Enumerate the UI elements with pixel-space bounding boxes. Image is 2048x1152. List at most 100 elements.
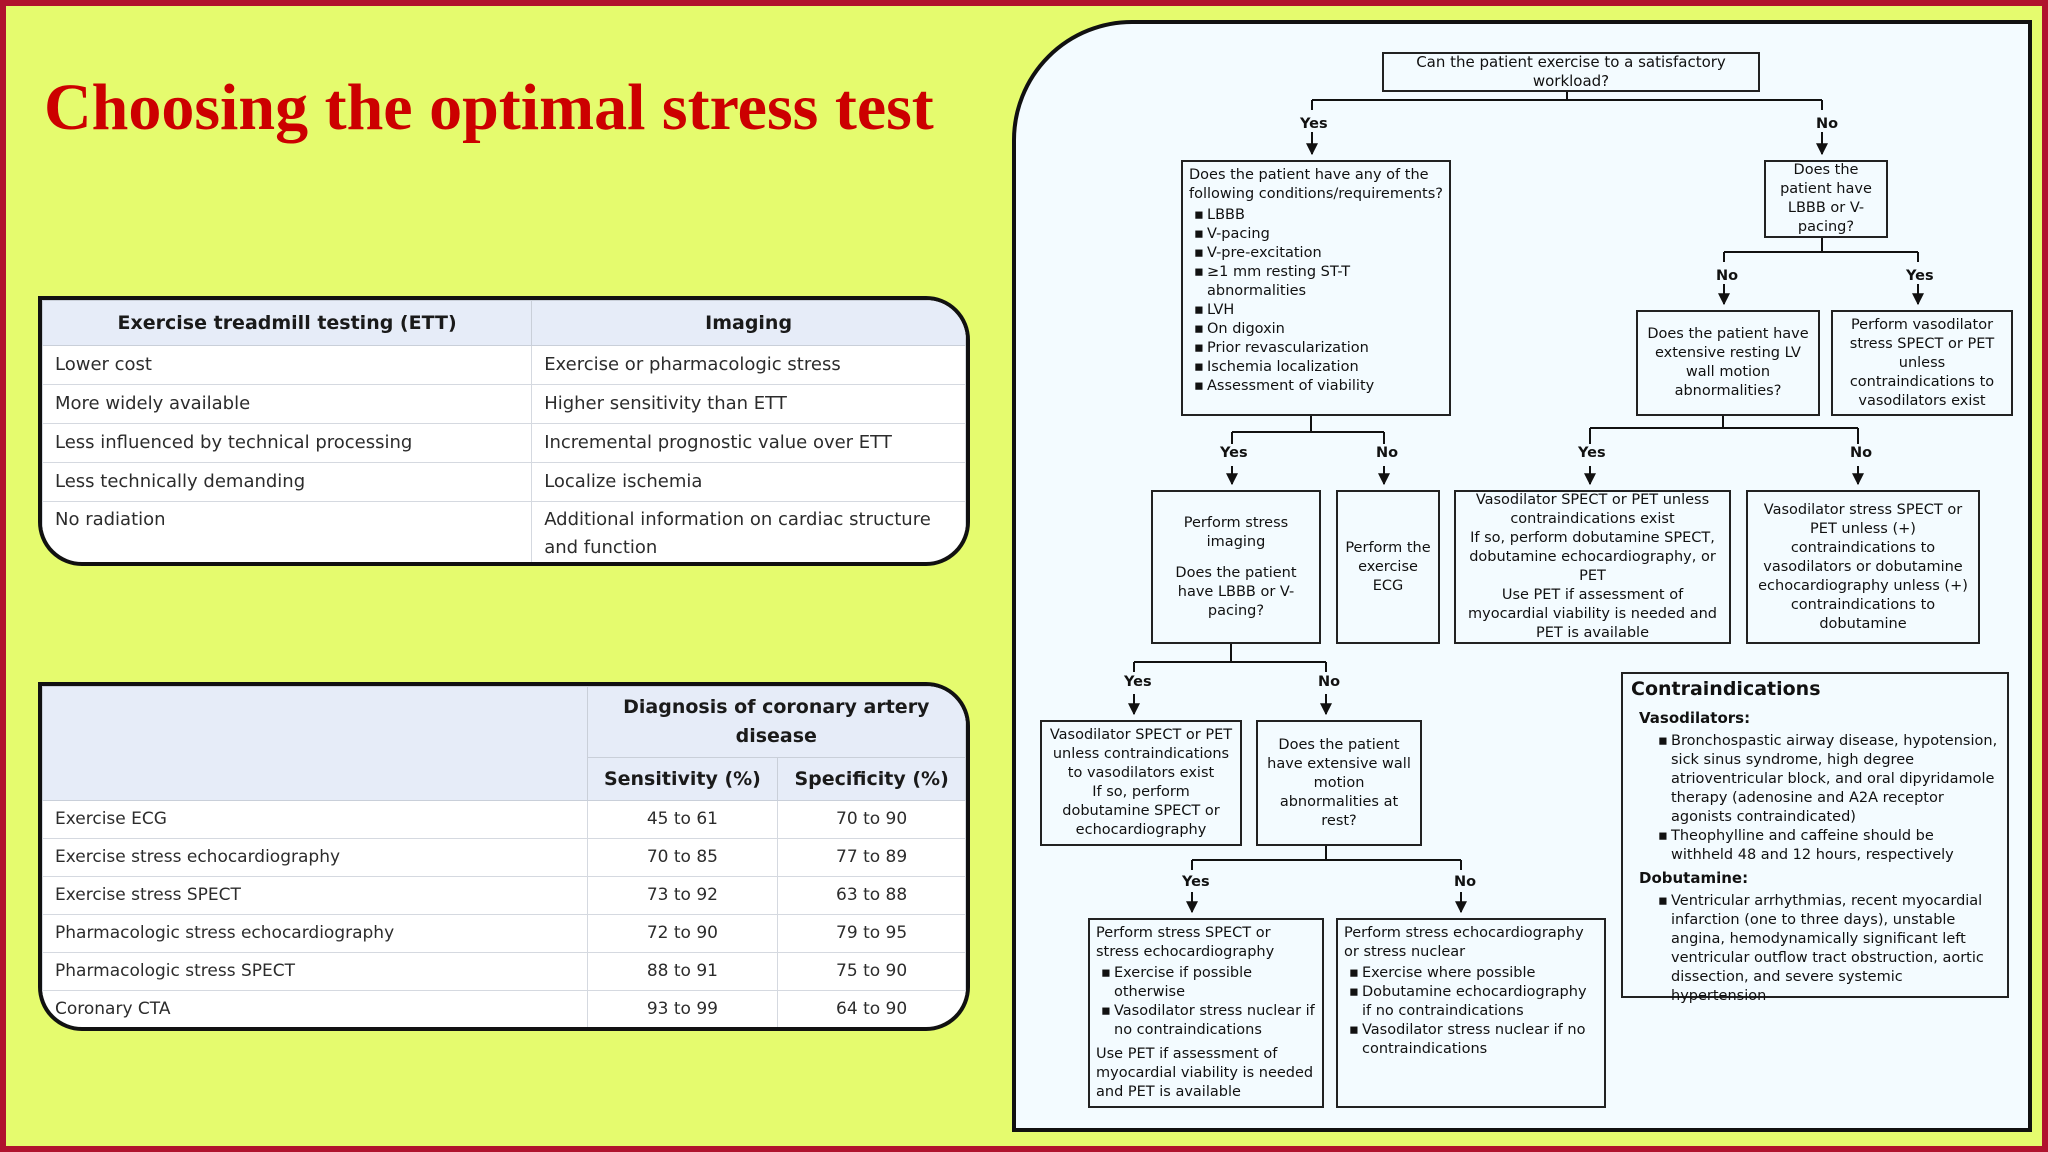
list-item: Theophylline and caffeine should be with…	[1658, 827, 1999, 865]
ett-header: Exercise treadmill testing (ETT)	[42, 300, 533, 346]
list-item: Vasodilator stress nuclear if no contrai…	[1101, 1002, 1316, 1040]
specificity-value: 70 to 90	[777, 800, 966, 839]
no-label: No	[1318, 674, 1341, 690]
yes-label: Yes	[1578, 445, 1606, 461]
vaso-spect-line-1: Vasodilator SPECT or PET unless contrain…	[1049, 727, 1233, 781]
echo-box-list: Exercise where possible Dobutamine echoc…	[1344, 964, 1598, 1059]
test-name: Pharmacologic stress SPECT	[42, 952, 588, 991]
imaging-cell: Exercise or pharmacologic stress	[531, 345, 966, 385]
stress-imaging-text: Perform stress imaging	[1183, 514, 1289, 550]
list-item: ≥1 mm resting ST-T abnormalities	[1194, 263, 1443, 301]
test-name: Coronary CTA	[42, 990, 588, 1027]
yes-label: Yes	[1220, 445, 1248, 461]
list-item: Exercise if possible otherwise	[1101, 964, 1316, 1002]
sensitivity-value: 73 to 92	[586, 876, 779, 915]
lv-wall-question-box: Does the patient have extensive resting …	[1636, 310, 1820, 416]
list-item: Assessment of viability	[1194, 377, 1443, 396]
spect-box-list: Exercise if possible otherwise Vasodilat…	[1096, 964, 1316, 1040]
list-item: Vasodilator stress nuclear if no contrai…	[1349, 1021, 1598, 1059]
list-item: Ischemia localization	[1194, 358, 1443, 377]
no-label: No	[1816, 116, 1839, 132]
ett-cell: More widely available	[42, 384, 533, 424]
vasodilator-unless-box: Perform vasodilator stress SPECT or PET …	[1831, 310, 2013, 416]
start-question-box: Can the patient exercise to a satisfacto…	[1382, 52, 1760, 92]
conditions-list: LBBB V-pacing V-pre-excitation ≥1 mm res…	[1189, 206, 1443, 396]
test-name: Exercise stress echocardiography	[42, 838, 588, 877]
list-item: On digoxin	[1194, 320, 1443, 339]
lbbb-question-box: Does the patient have LBBB or V-pacing?	[1764, 160, 1888, 238]
stress-test-flowchart: Can the patient exercise to a satisfacto…	[1012, 20, 2032, 1132]
test-name: Exercise stress SPECT	[42, 876, 588, 915]
yes-label: Yes	[1182, 874, 1210, 890]
exercise-ecg-box: Perform the exercise ECG	[1336, 490, 1440, 644]
echo-or-nuclear-box: Perform stress echocardiography or stres…	[1336, 918, 1606, 1108]
ett-cell: No radiation	[42, 501, 533, 562]
list-item: LVH	[1194, 301, 1443, 320]
cad-group-header: Diagnosis of coronary artery disease	[586, 686, 966, 758]
no-label: No	[1716, 268, 1739, 284]
no-label: No	[1376, 445, 1399, 461]
spect-box-head: Perform stress SPECT or stress echocardi…	[1096, 925, 1275, 960]
sensitivity-value: 88 to 91	[586, 952, 779, 991]
blank-header	[42, 686, 588, 801]
no-label: No	[1454, 874, 1477, 890]
specificity-header: Specificity (%)	[777, 757, 966, 801]
list-item: Bronchospastic airway disease, hypotensi…	[1658, 732, 1999, 827]
stress-imaging-box: Perform stress imaging Does the patient …	[1151, 490, 1321, 644]
vasodilator-contra-list: Bronchospastic airway disease, hypotensi…	[1631, 732, 1999, 865]
vaso-pet-line-3: Use PET if assessment of myocardial viab…	[1468, 587, 1717, 641]
imaging-cell: Higher sensitivity than ETT	[531, 384, 966, 424]
yes-label: Yes	[1906, 268, 1934, 284]
conditions-question: Does the patient have any of the followi…	[1189, 167, 1443, 202]
list-item: Exercise where possible	[1349, 964, 1598, 983]
no-label: No	[1850, 445, 1873, 461]
yes-label: Yes	[1300, 116, 1328, 132]
contraindications-box: Contraindications Vasodilators: Bronchos…	[1621, 672, 2009, 1004]
imaging-cell: Localize ischemia	[531, 462, 966, 502]
ett-cell: Less technically demanding	[42, 462, 533, 502]
echo-box-head: Perform stress echocardiography or stres…	[1344, 925, 1584, 960]
test-name: Exercise ECG	[42, 800, 588, 839]
imaging-header: Imaging	[531, 300, 966, 346]
specificity-value: 75 to 90	[777, 952, 966, 991]
list-item: Ventricular arrhythmias, recent myocardi…	[1658, 892, 1999, 1006]
vasodilator-pet-box: Vasodilator SPECT or PET unless contrain…	[1454, 490, 1731, 644]
page-title: Choosing the optimal stress test	[44, 71, 934, 144]
dobutamine-contra-list: Ventricular arrhythmias, recent myocardi…	[1631, 892, 1999, 1006]
ett-vs-imaging-table: Exercise treadmill testing (ETT) Imaging…	[38, 296, 970, 566]
sensitivity-value: 70 to 85	[586, 838, 779, 877]
sensitivity-value: 72 to 90	[586, 914, 779, 953]
imaging-cell: Additional information on cardiac struct…	[531, 501, 966, 562]
list-item: Prior revascularization	[1194, 339, 1443, 358]
vasodilator-dobutamine-box: Vasodilator stress SPECT or PET unless (…	[1746, 490, 1980, 644]
vaso-pet-line-2: If so, perform dobutamine SPECT, dobutam…	[1469, 530, 1716, 584]
contraindications-title: Contraindications	[1631, 678, 1821, 700]
stress-imaging-question: Does the patient have LBBB or V-pacing?	[1175, 564, 1297, 619]
list-item: Dobutamine echocardiography if no contra…	[1349, 983, 1598, 1021]
specificity-value: 77 to 89	[777, 838, 966, 877]
ett-cell: Lower cost	[42, 345, 533, 385]
yes-label: Yes	[1124, 674, 1152, 690]
ett-cell: Less influenced by technical processing	[42, 423, 533, 463]
imaging-cell: Incremental prognostic value over ETT	[531, 423, 966, 463]
flowchart-connectors	[1128, 88, 1924, 914]
sensitivity-header: Sensitivity (%)	[586, 757, 779, 801]
dobutamine-label: Dobutamine:	[1639, 869, 1749, 887]
vasodilators-label: Vasodilators:	[1639, 709, 1751, 727]
conditions-box: Does the patient have any of the followi…	[1181, 160, 1451, 416]
vaso-spect-line-2: If so, perform dobutamine SPECT or echoc…	[1062, 784, 1220, 838]
spect-or-echo-box: Perform stress SPECT or stress echocardi…	[1088, 918, 1324, 1108]
test-name: Pharmacologic stress echocardiography	[42, 914, 588, 953]
